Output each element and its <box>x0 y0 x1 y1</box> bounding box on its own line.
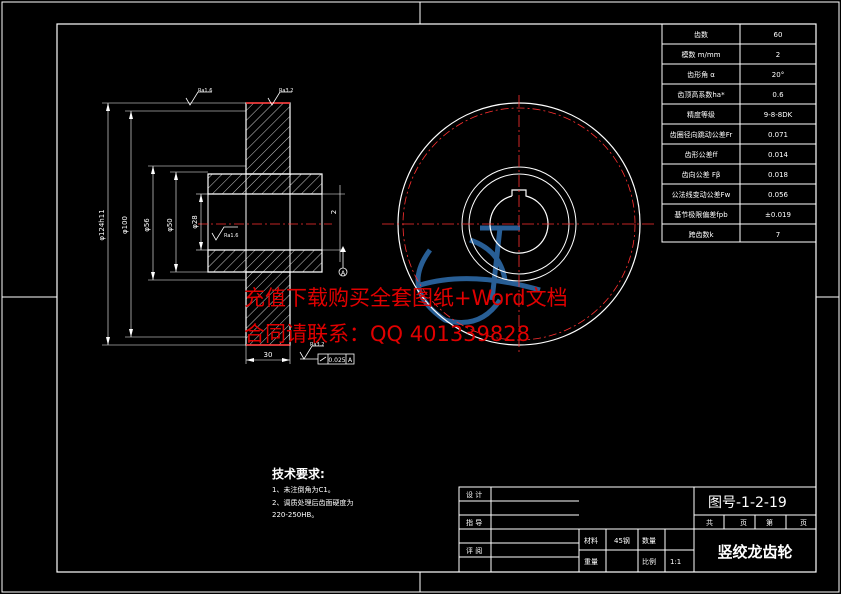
tolerance-value: 0.025 <box>328 357 345 364</box>
param-label: 基节极限偏差fpb <box>674 210 728 219</box>
param-value: 0.018 <box>768 171 788 179</box>
dim-outer-diameter: φ124h11 <box>98 209 106 240</box>
gear-parameter-table: 齿数 60 模数 m/mm 2 齿形角 α 20° 齿顶高系数ha* 0.6 精… <box>661 23 817 243</box>
scale-value: 1:1 <box>670 558 681 566</box>
dim-d56: φ56 <box>143 218 151 232</box>
roughness-top-label: Ra3.2 <box>279 88 293 94</box>
param-value: 60 <box>774 31 783 39</box>
dim-bore: φ28 <box>191 215 199 229</box>
param-value: 0.071 <box>768 131 788 139</box>
param-value: 7 <box>776 231 780 239</box>
param-value: 0.056 <box>768 191 789 199</box>
material-value: 45钢 <box>614 536 630 545</box>
weight-label: 重量 <box>584 558 598 566</box>
dim-hub-diameter: φ100 <box>121 216 129 234</box>
param-label: 公法线变动公差Fw <box>672 190 731 199</box>
roughness-rim-label: Ra1.6 <box>198 88 212 94</box>
section-hub-top <box>207 173 323 195</box>
tolerance-datum: A <box>348 357 353 364</box>
title-block: 设 计 指 导 评 阅 材料 45钢 数量 重量 比例 1:1 共 页 第 页 … <box>458 486 817 573</box>
roughness-bore-label: Ra1.6 <box>224 233 238 239</box>
dim-width: 30 <box>264 351 273 359</box>
gear-section-view: φ124h11 φ100 φ56 φ50 φ28 30 2 Ra1.6 Ra3.… <box>98 88 355 365</box>
tech-requirement-2: 2、调质处理后齿面硬度为 <box>272 499 354 507</box>
sheets-total-label: 共 <box>706 518 713 527</box>
param-label: 齿顶高系数ha* <box>677 90 725 99</box>
roughness-face-label: Ra3.2 <box>310 342 324 348</box>
param-label: 跨齿数k <box>688 230 714 239</box>
part-name: 竖绞龙齿轮 <box>717 543 792 561</box>
param-value: 2 <box>776 51 780 59</box>
dim-d50: φ50 <box>166 218 174 232</box>
bore-with-keyway <box>489 189 549 254</box>
param-label: 模数 m/mm <box>681 50 720 59</box>
param-value: 0.6 <box>772 91 784 99</box>
param-value: 20° <box>772 71 784 79</box>
drawing-number: 图号-1-2-19 <box>708 495 787 511</box>
param-value: 0.014 <box>768 151 789 159</box>
gear-front-view <box>382 95 656 354</box>
sheet-number-label: 第 <box>766 518 773 527</box>
watermark-line-1: 充值下载购买全套图纸+Word文档 <box>244 286 568 310</box>
material-label: 材料 <box>584 536 598 545</box>
param-label: 齿向公差 Fβ <box>682 170 721 179</box>
param-value: 9-8-8DK <box>764 111 793 119</box>
param-label: 齿圈径向跳动公差Fr <box>670 130 733 139</box>
title-block-guide: 指 导 <box>466 518 482 527</box>
dim-chamfer: 2 <box>330 210 338 214</box>
param-label: 精度等级 <box>687 110 715 119</box>
tech-requirements-title: 技术要求: <box>272 467 325 481</box>
tech-requirement-1: 1、未注倒角为C1。 <box>272 486 335 494</box>
title-block-review: 评 阅 <box>466 547 482 555</box>
sheet-unit-label: 页 <box>800 519 807 527</box>
param-value: ±0.019 <box>765 211 791 219</box>
section-rim-top <box>245 102 291 175</box>
watermark-line-2: 合同请联系：QQ 401339828 <box>244 322 530 346</box>
section-hub-bottom <box>207 249 323 273</box>
param-label: 齿形角 α <box>687 70 715 79</box>
param-label: 齿形公差ff <box>685 150 718 159</box>
title-block-design: 设 计 <box>466 490 482 499</box>
tech-requirement-3: 220-250HB。 <box>272 511 319 519</box>
param-label: 齿数 <box>694 30 708 39</box>
scale-label: 比例 <box>642 557 656 566</box>
quantity-label: 数量 <box>642 536 656 545</box>
datum-a-label: A <box>341 270 346 277</box>
sheets-unit-label: 页 <box>740 519 747 527</box>
